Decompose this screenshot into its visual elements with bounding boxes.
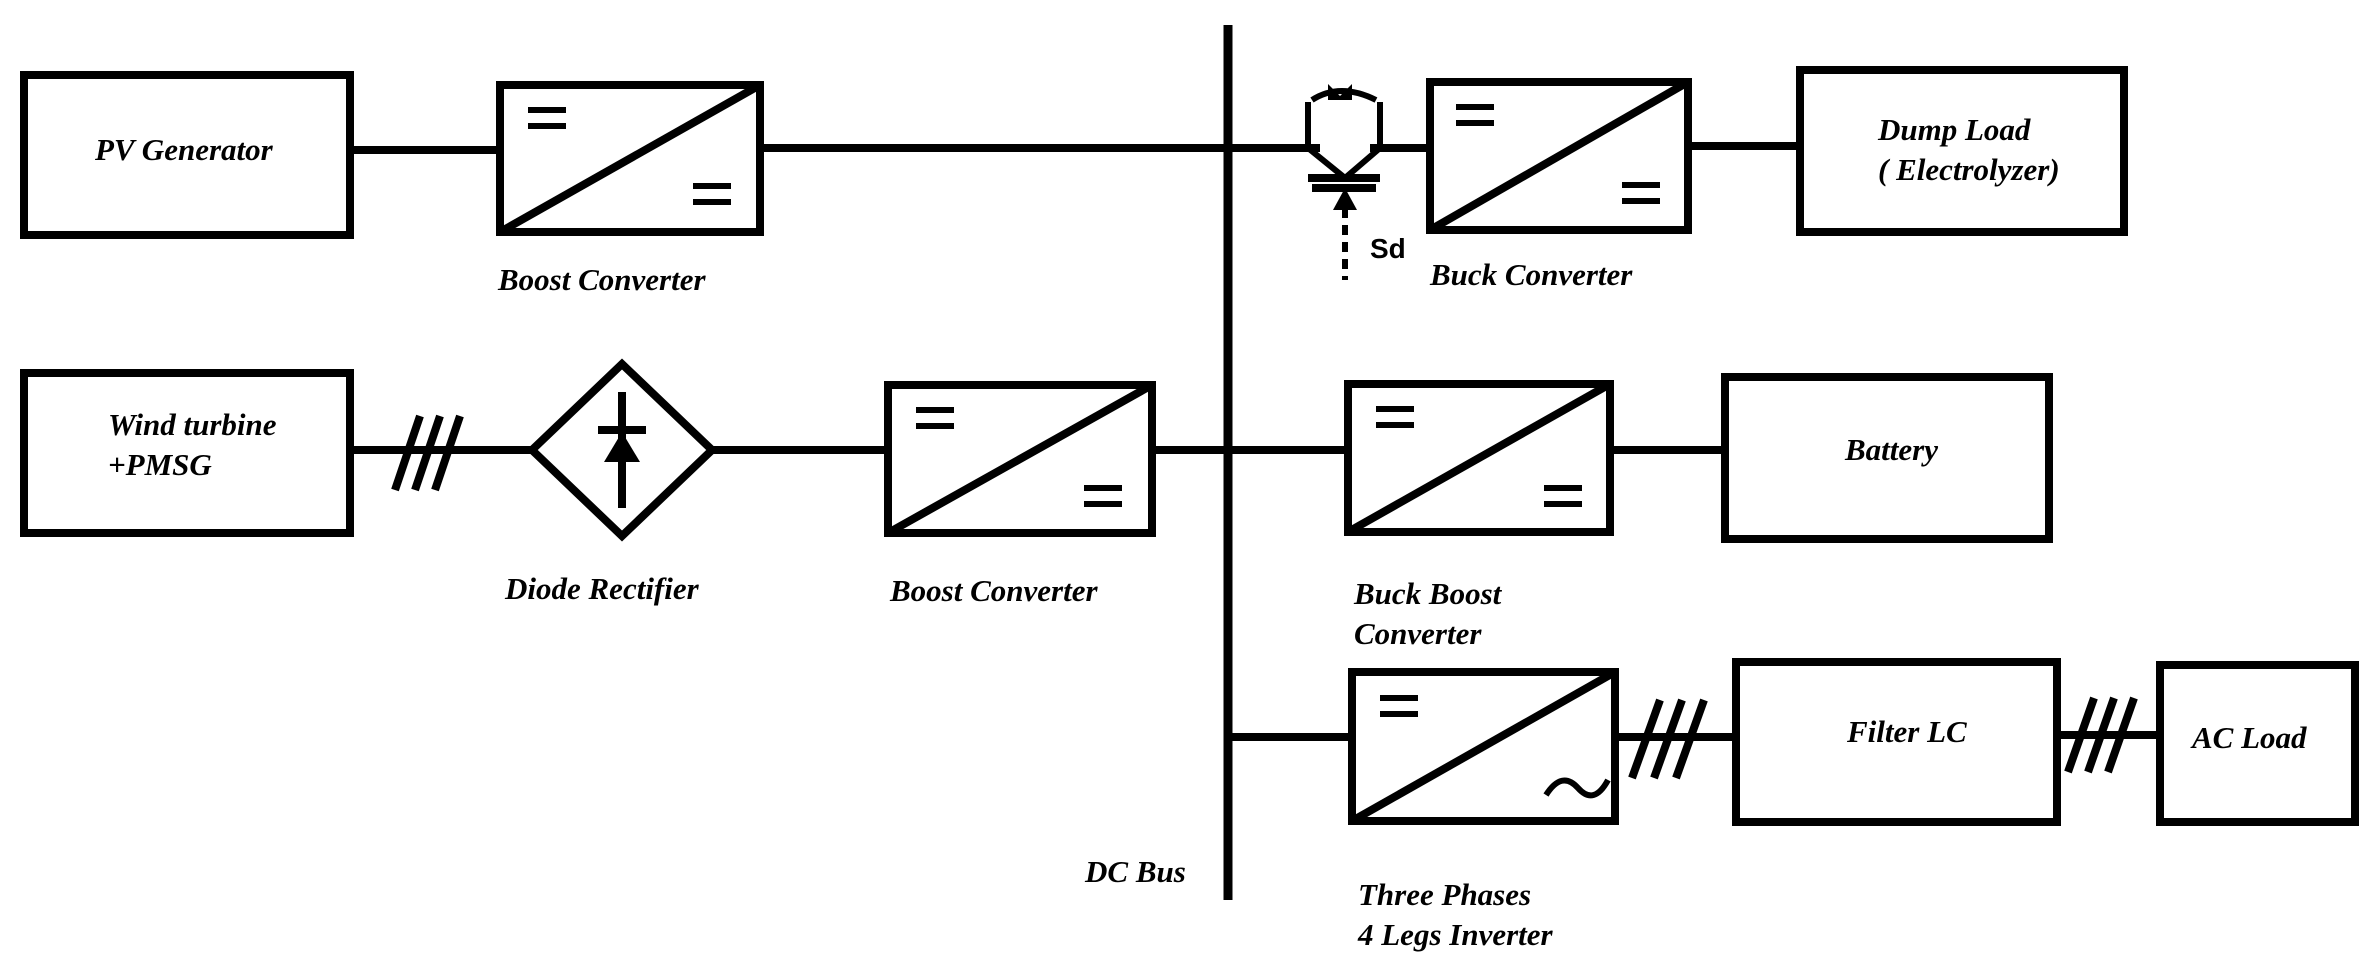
inverter-label-line1: Three Phases [1358,877,1531,912]
three-phase-line-icon [2064,696,2138,774]
pv-generator-label: PV Generator [94,132,274,167]
battery-label: Battery [1844,432,1938,467]
wind-turbine-block [20,369,354,537]
three-phase-inverter [1348,668,1619,825]
switch-label: Sd [1370,233,1406,264]
wind-turbine-label-line1: Wind turbine [108,407,277,442]
battery-block [1721,373,2053,543]
pv-generator-block [20,71,354,239]
wind-boost-converter-label: Boost Converter [889,573,1098,608]
three-phase-line-icon [391,414,464,492]
dc-bus-label: DC Bus [1084,854,1186,889]
wind-boost-converter [884,381,1156,537]
three-phase-line-icon [1628,698,1708,780]
dc-dc-converter-icon [1426,78,1692,234]
dump-load-label-line1: Dump Load [1877,112,2031,147]
filter-lc-label: Filter LC [1846,714,1967,749]
filter-lc-block [1732,658,2061,826]
diode-rectifier [526,358,718,542]
diode-rectifier-label: Diode Rectifier [504,571,700,606]
ac-load-block [2156,661,2359,826]
buck-boost-label-line1: Buck Boost [1353,576,1503,611]
diode-rectifier-icon [526,358,718,542]
igbt-switch-icon [1305,84,1383,280]
pv-boost-converter-label: Boost Converter [497,262,706,297]
ac-load-label: AC Load [2190,720,2307,755]
dump-load-label-line2: ( Electrolyzer) [1878,152,2060,187]
dc-ac-inverter-icon [1348,668,1619,825]
dc-dc-converter-icon [496,81,764,236]
pv-boost-converter [496,81,764,236]
dc-dc-converter-icon [1344,380,1614,536]
dc-dc-converter-icon [884,381,1156,537]
buck-boost-label-line2: Converter [1354,616,1482,651]
buck-converter [1426,78,1692,234]
wind-turbine-label-line2: +PMSG [108,447,212,482]
buck-boost-converter [1344,380,1614,536]
dump-load-switch [1305,84,1383,280]
connection-wires [350,142,2160,741]
dump-load-block [1796,66,2128,236]
buck-converter-label: Buck Converter [1429,257,1633,292]
inverter-label-line2: 4 Legs Inverter [1357,917,1554,952]
